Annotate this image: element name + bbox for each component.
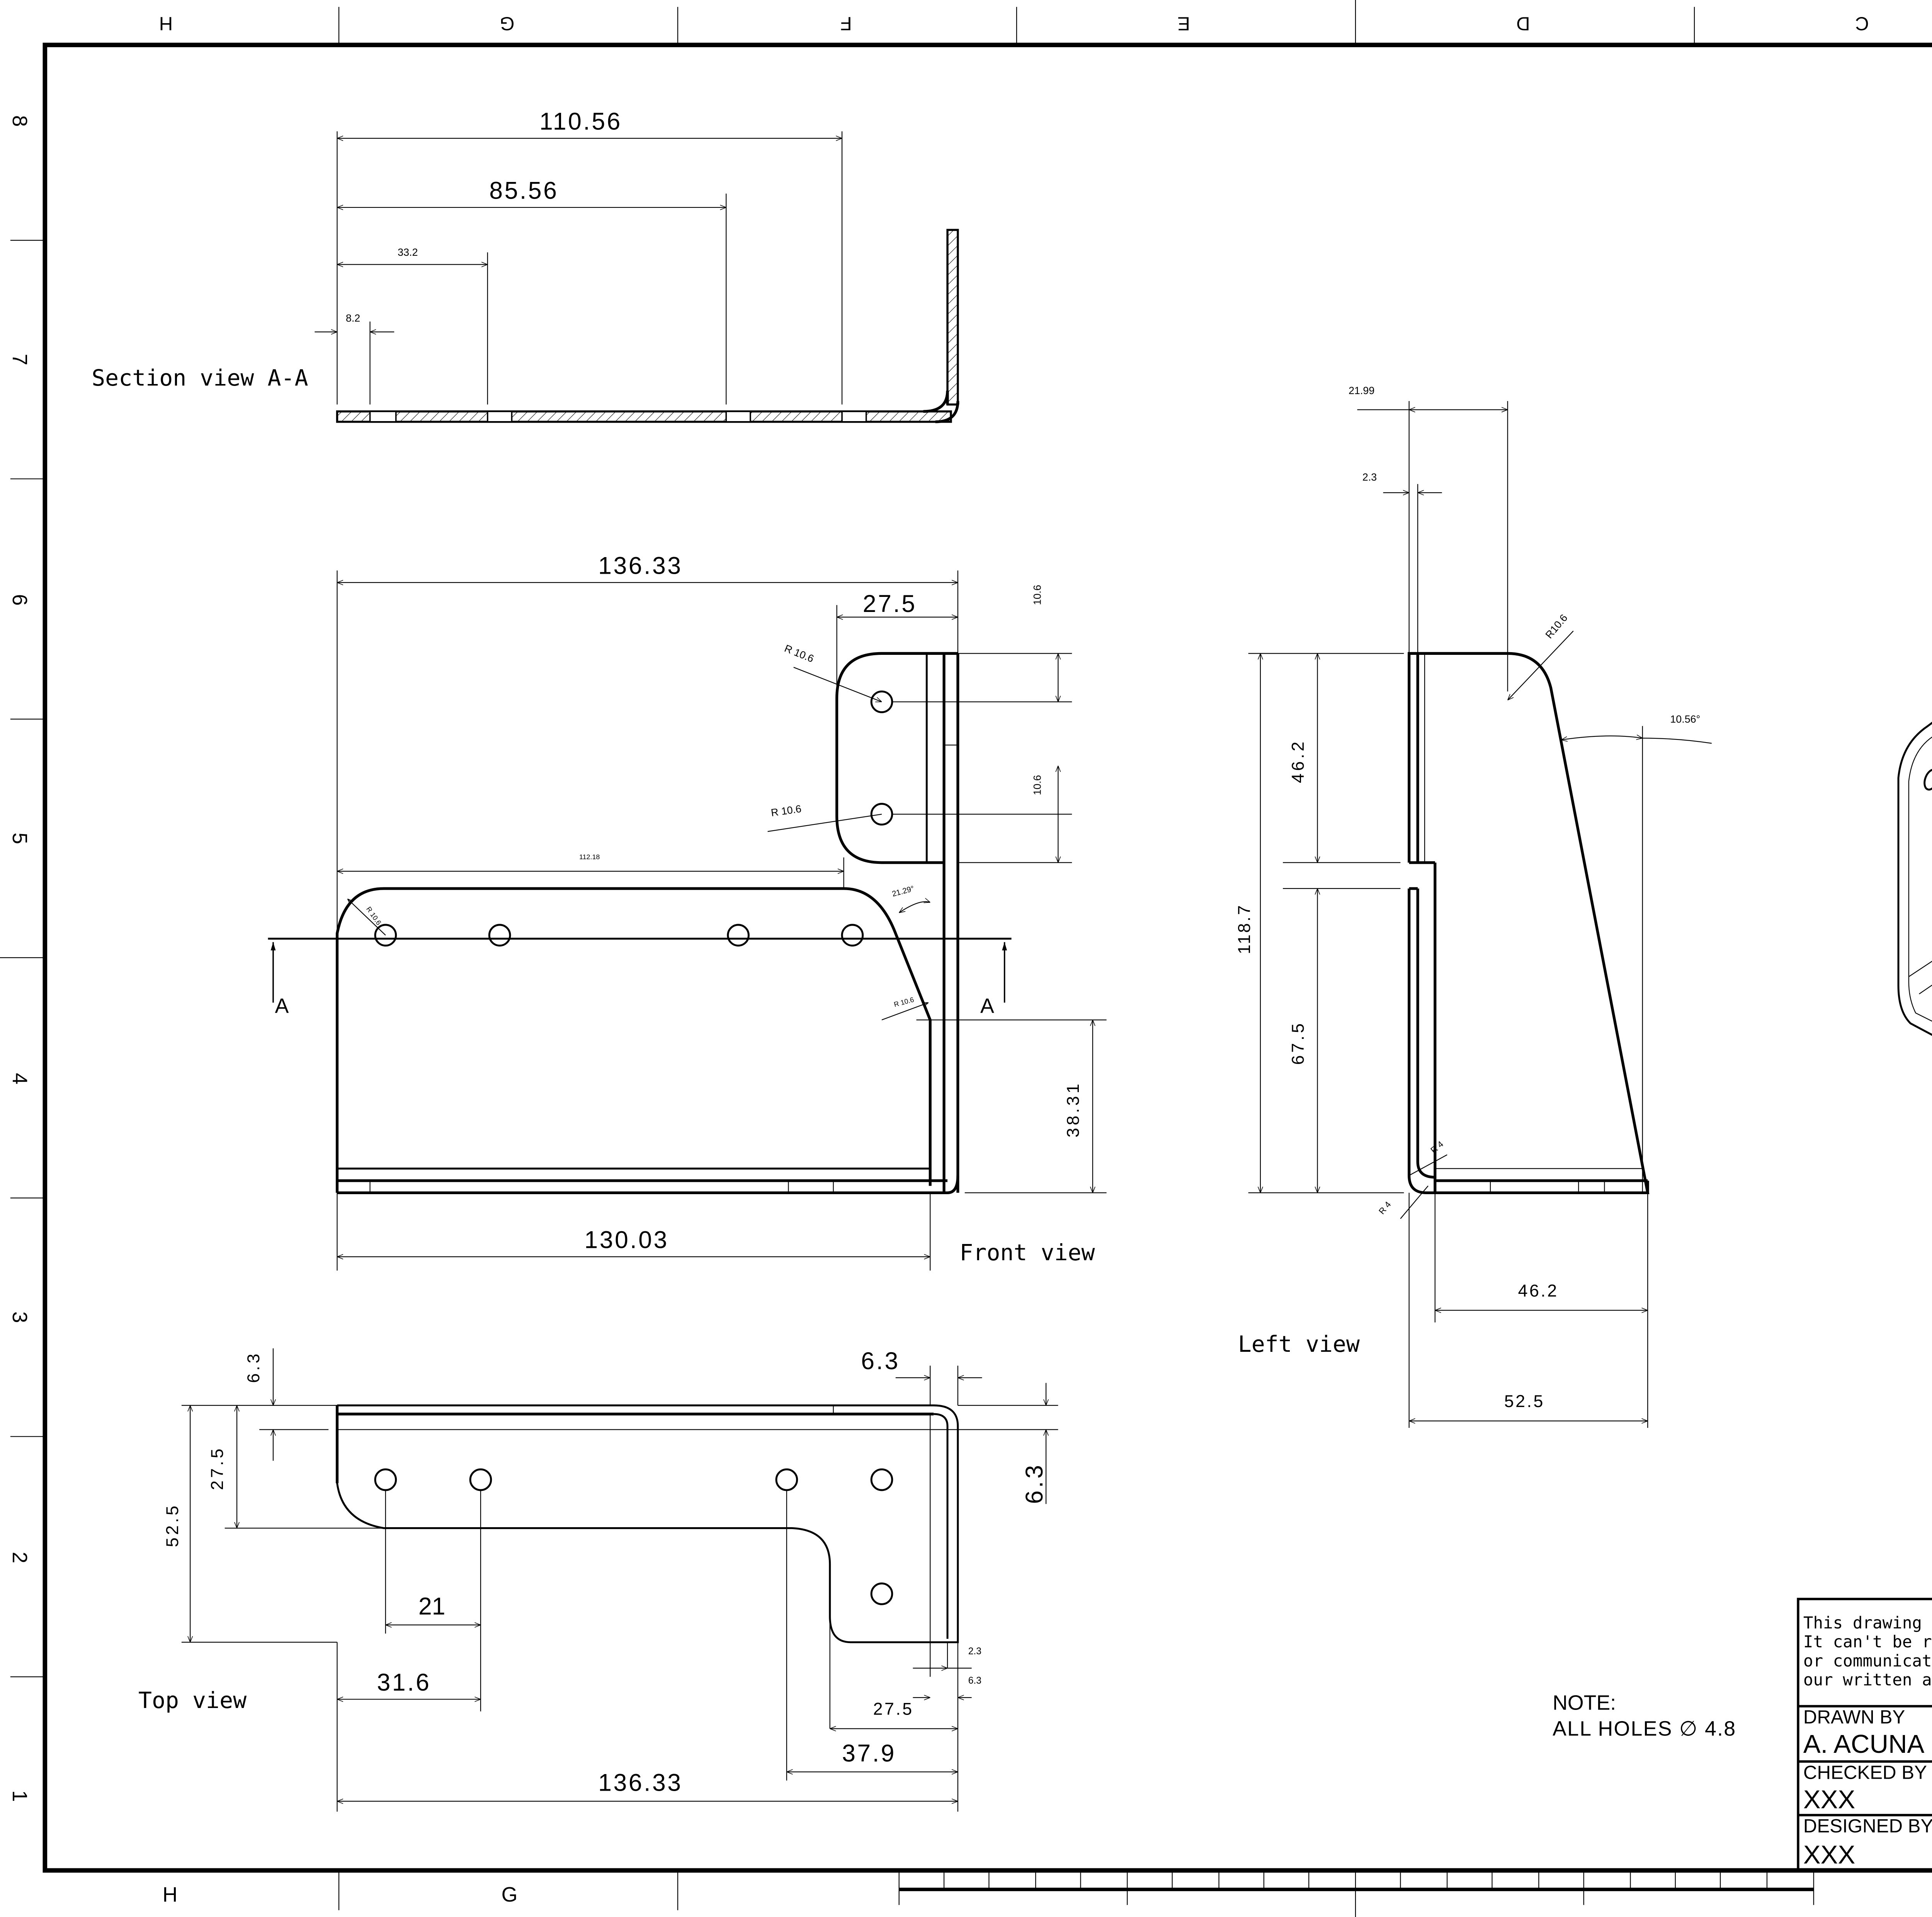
dim-top-37-9: 37.9: [842, 1739, 896, 1767]
drawn-by-value: A. ACUNA: [1803, 1730, 1925, 1760]
dim-110-56: 110.56: [539, 107, 622, 135]
dim-front-136-33: 136.33: [598, 551, 683, 579]
zone-col-top-c: C: [1855, 12, 1869, 33]
zone-col-top-e: E: [1177, 12, 1190, 33]
dim-left-118-7: 118.7: [1236, 903, 1255, 954]
section-view-aa: [315, 131, 959, 423]
note-title: NOTE:: [1553, 1691, 1616, 1715]
dim-front-130-03: 130.03: [584, 1225, 669, 1254]
title-block-frame: [1797, 1598, 1932, 1872]
designed-by-value: XXX: [1803, 1841, 1855, 1871]
dim-85-56: 85.56: [489, 176, 559, 204]
zone-row-left-7: 7: [7, 353, 32, 365]
drawn-by-label: DRAWN BY: [1803, 1708, 1905, 1729]
zone-row-left-6: 6: [7, 594, 32, 606]
dim-top-6-3-small: 6.3: [968, 1677, 981, 1688]
left-view-label: Left view: [1238, 1332, 1360, 1359]
top-view: [181, 1348, 1058, 1812]
zone-col-bottom-h: H: [162, 1882, 178, 1907]
dim-top-52-5: 52.5: [164, 1503, 184, 1547]
dim-top-27-5-tab: 27.5: [873, 1701, 914, 1720]
designed-by-label: DESIGNED BY: [1803, 1817, 1932, 1838]
graphic-scale-bar: [898, 1870, 1814, 1905]
zone-row-left-4: 4: [7, 1073, 32, 1085]
zone-row-left-1: 1: [7, 1790, 32, 1802]
dim-front-38-31: 38.31: [1065, 1081, 1084, 1138]
dim-front-10-6-b: 10.6: [1034, 775, 1044, 795]
top-view-label: Top view: [138, 1689, 247, 1715]
dim-top-6-3-topright: 6.3: [861, 1346, 900, 1375]
zone-col-top-d: D: [1516, 12, 1530, 33]
disclaimer-line-2: It can't be reproduced: [1803, 1633, 1932, 1653]
zone-row-left-5: 5: [7, 833, 32, 845]
front-view: [268, 570, 1107, 1271]
dim-left-21-99: 21.99: [1349, 387, 1375, 398]
dim-8-2: 8.2: [345, 314, 361, 325]
dim-front-112-18: 112.18: [579, 852, 600, 861]
dim-front-27-5: 27.5: [862, 589, 917, 617]
dim-top-6-3-left: 6.3: [245, 1351, 265, 1383]
zone-col-bottom-g: G: [501, 1882, 518, 1907]
zone-col-top-g: G: [500, 12, 515, 33]
disclaimer-line-4: our written agreement.: [1803, 1671, 1932, 1691]
dim-33-2: 33.2: [398, 249, 418, 260]
dim-left-46-2-upper: 46.2: [1289, 739, 1309, 783]
dim-left-2-3: 2.3: [1362, 474, 1377, 484]
section-marker-right: A: [980, 994, 994, 1018]
zone-row-left-2: 2: [7, 1552, 32, 1564]
disclaimer-line-1: This drawing is our property.: [1803, 1614, 1932, 1634]
dim-top-21: 21: [418, 1592, 446, 1620]
dim-front-10-6-a: 10.6: [1034, 585, 1044, 605]
dim-left-67-5: 67.5: [1289, 1021, 1309, 1065]
disclaimer-line-3: or communicated without: [1803, 1652, 1932, 1672]
dim-left-46-2-base: 46.2: [1518, 1283, 1559, 1302]
section-marker-left: A: [275, 994, 289, 1018]
dim-left-angle: 10.56°: [1670, 715, 1701, 726]
zone-col-top-h: H: [159, 12, 173, 33]
dim-top-136-33: 136.33: [598, 1768, 683, 1796]
dim-top-2-3: 2.3: [968, 1647, 981, 1658]
dim-top-27-5: 27.5: [209, 1446, 228, 1490]
zone-row-left-3: 3: [7, 1311, 32, 1323]
section-view-label: Section view A-A: [92, 366, 308, 393]
note-text: ALL HOLES ∅ 4.8: [1553, 1716, 1736, 1741]
dim-top-31-6: 31.6: [377, 1668, 431, 1696]
isometric-view-outline: [1897, 722, 1932, 1036]
zone-col-top-f: F: [840, 12, 852, 33]
dim-left-52-5: 52.5: [1504, 1393, 1545, 1412]
dim-top-6-3-right: 6.3: [1020, 1462, 1048, 1504]
zone-row-left-8: 8: [7, 115, 32, 127]
checked-by-value: XXX: [1803, 1786, 1855, 1815]
left-view: [1248, 401, 1712, 1428]
front-view-label: Front view: [959, 1241, 1095, 1267]
checked-by-label: CHECKED BY: [1803, 1763, 1927, 1784]
